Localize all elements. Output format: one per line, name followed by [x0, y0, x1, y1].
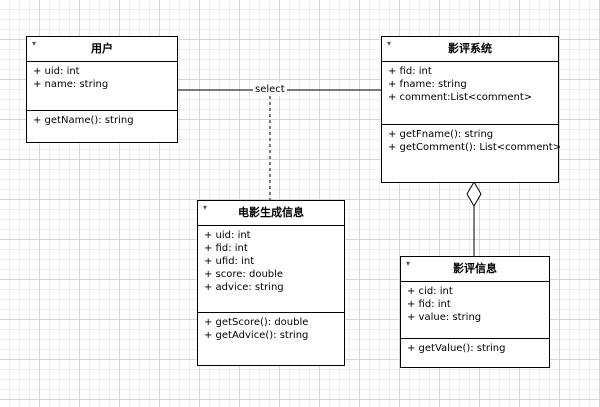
attribute-row: + comment:List<comment>	[388, 92, 533, 103]
class-review-info[interactable]: ▾ 影评信息 + cid: int + fid: int + value: st…	[400, 256, 550, 368]
collapse-icon[interactable]: ▾	[203, 203, 208, 212]
composition-diamond-icon	[466, 181, 482, 207]
class-review-system[interactable]: ▾ 影评系统 + fid: int + fname: string + comm…	[381, 36, 562, 183]
class-header: ▾ 用户	[27, 37, 177, 62]
method-row: + getName(): string	[33, 115, 134, 126]
attributes-section: + fid: int + fname: string + comment:Lis…	[382, 62, 558, 125]
attribute-row: + cid: int	[407, 286, 453, 297]
method-row: + getAdvice(): string	[204, 330, 309, 341]
class-name: 影评信息	[453, 262, 497, 275]
methods-section: + getValue(): string	[401, 339, 549, 358]
association-label: select	[253, 83, 287, 96]
method-row: + getScore(): double	[204, 317, 309, 328]
class-header: ▾ 影评信息	[401, 257, 549, 282]
class-user[interactable]: ▾ 用户 + uid: int + name: string + getName…	[26, 36, 178, 143]
attribute-row: + name: string	[33, 79, 109, 90]
collapse-icon[interactable]: ▾	[387, 39, 392, 48]
methods-section: + getName(): string	[27, 111, 177, 130]
class-header: ▾ 电影生成信息	[198, 201, 344, 226]
attribute-row: + fid: int	[204, 243, 248, 254]
class-movie-info[interactable]: ▾ 电影生成信息 + uid: int + fid: int + ufid: i…	[197, 200, 345, 366]
attribute-row: + value: string	[407, 312, 482, 323]
class-name: 用户	[91, 42, 113, 55]
method-row: + getFname(): string	[388, 129, 494, 140]
attribute-row: + uid: int	[33, 66, 80, 77]
methods-section: + getFname(): string + getComment(): Lis…	[382, 125, 562, 157]
method-row: + getValue(): string	[407, 343, 506, 354]
attribute-row: + fid: int	[388, 66, 432, 77]
attribute-row: + advice: string	[204, 282, 284, 293]
attribute-row: + fname: string	[388, 79, 467, 90]
attributes-section: + uid: int + fid: int + ufid: int + scor…	[198, 226, 344, 313]
attribute-row: + ufid: int	[204, 256, 255, 267]
attribute-row: + fid: int	[407, 299, 451, 310]
methods-section: + getScore(): double + getAdvice(): stri…	[198, 313, 344, 345]
collapse-icon[interactable]: ▾	[406, 259, 411, 268]
attributes-section: + cid: int + fid: int + value: string	[401, 282, 549, 339]
class-header: ▾ 影评系统	[382, 37, 558, 62]
attribute-row: + uid: int	[204, 230, 251, 241]
class-name: 电影生成信息	[238, 206, 304, 219]
collapse-icon[interactable]: ▾	[32, 39, 37, 48]
attribute-row: + score: double	[204, 269, 284, 280]
attributes-section: + uid: int + name: string	[27, 62, 177, 111]
method-row: + getComment(): List<comment>	[388, 142, 562, 153]
class-name: 影评系统	[448, 42, 492, 55]
